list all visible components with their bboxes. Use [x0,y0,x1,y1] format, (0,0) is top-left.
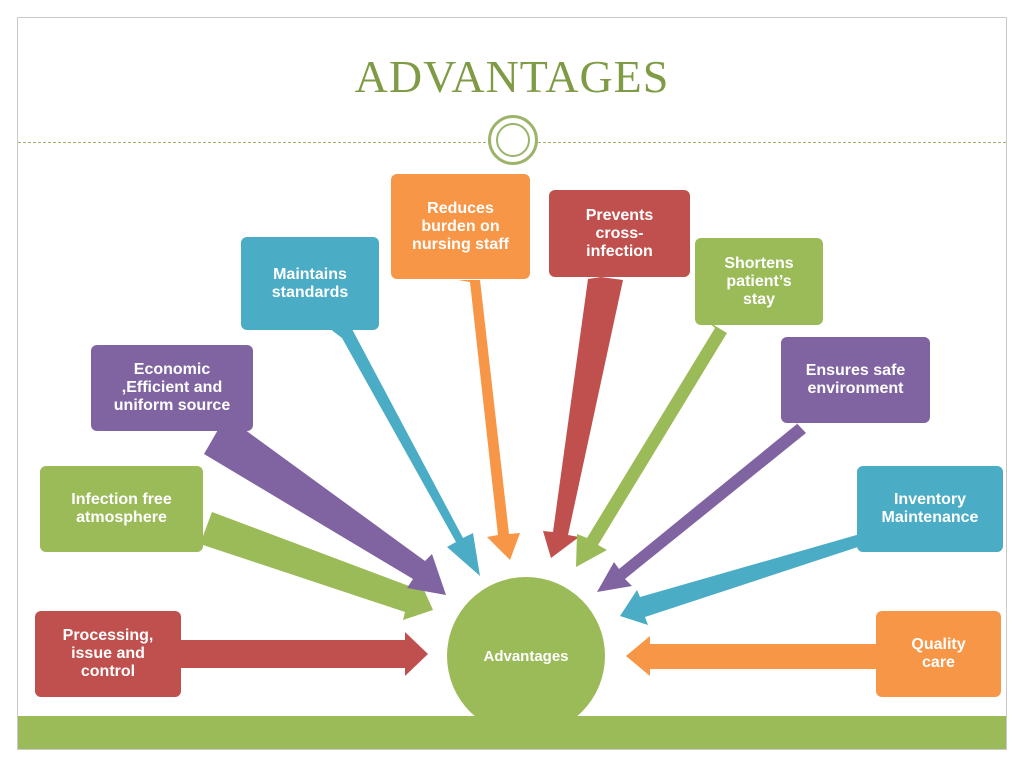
node-processing: Processing, issue and control [35,611,181,697]
node-inventory: Inventory Maintenance [857,466,1003,552]
node-infection-free: Infection free atmosphere [40,466,203,552]
arrow-economic [204,416,446,595]
arrow-shortens [576,321,727,567]
arrow-prevents [543,277,623,558]
node-shortens: Shortens patient’s stay [695,238,823,325]
ring-ornament-icon [488,115,538,165]
arrow-inventory [620,524,864,625]
node-prevents: Prevents cross- infection [549,190,690,277]
slide-title: ADVANTAGES [354,51,670,102]
arrow-processing [180,632,428,676]
arrow-infection-free [200,512,433,620]
node-reduces: Reduces burden on nursing staff [391,174,530,279]
arrow-quality [626,636,876,676]
hub-circle: Advantages [447,577,605,735]
arrow-reduces [458,280,520,560]
node-ensures: Ensures safe environment [781,337,930,423]
slide-frame [17,17,1007,750]
arrow-ensures [597,414,806,592]
node-quality: Quality care [876,611,1001,697]
node-maintains: Maintains standards [241,237,379,330]
node-economic: Economic ,Efficient and uniform source [91,345,253,431]
arrow-maintains [325,314,480,576]
